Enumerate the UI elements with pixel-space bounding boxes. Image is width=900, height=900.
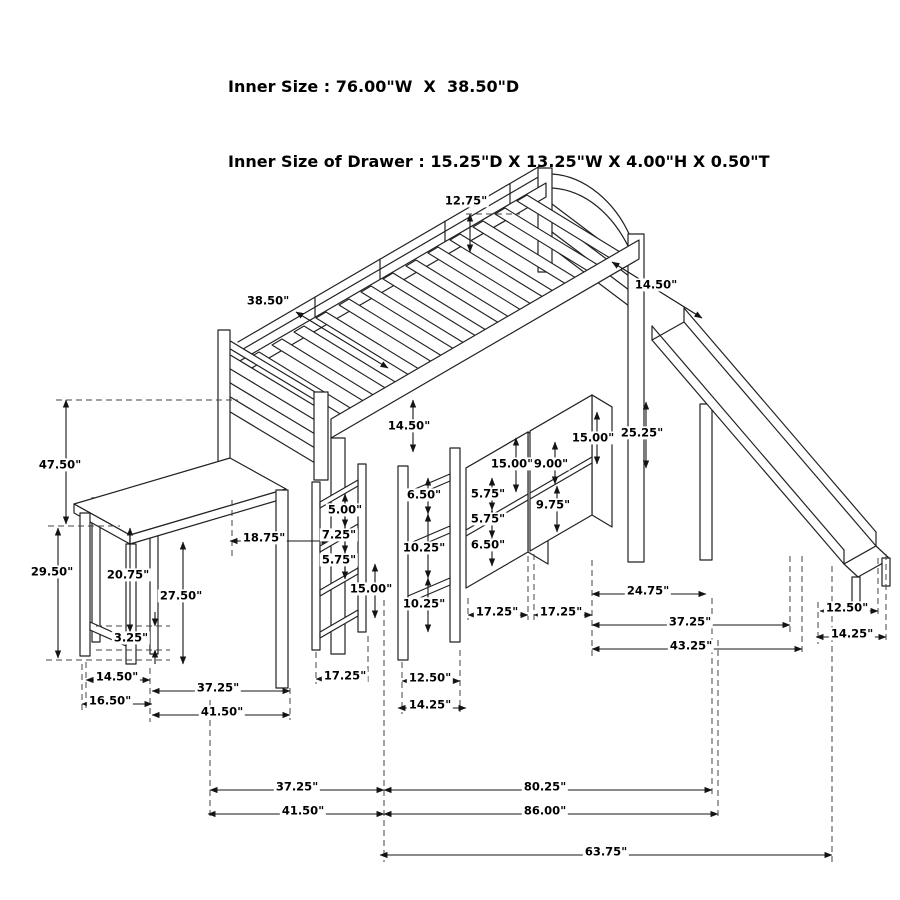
dimension-label: 29.50" <box>28 564 76 579</box>
dimension-label: 5.75" <box>468 511 508 526</box>
dimension-label: 80.25" <box>521 779 569 794</box>
dimension-label: 9.75" <box>533 497 573 512</box>
dimension-label: 18.75" <box>240 530 288 545</box>
dimension-label: 17.25" <box>537 604 585 619</box>
dimension-label: 14.25" <box>406 697 454 712</box>
dimension-label: 17.25" <box>473 604 521 619</box>
dimension-label: 24.75" <box>624 583 672 598</box>
dimension-label: 38.50" <box>244 293 292 308</box>
dimension-label: 25.25" <box>618 425 666 440</box>
dimension-label: 47.50" <box>36 457 84 472</box>
dimension-label: 43.25" <box>667 638 715 653</box>
dimension-label: 27.50" <box>157 588 205 603</box>
dimension-label: 5.00" <box>325 502 365 517</box>
dimension-label: 12.50" <box>406 670 454 685</box>
dimension-label: 5.75" <box>468 486 508 501</box>
dimension-label: 17.25" <box>321 668 369 683</box>
dimension-label: 41.50" <box>198 704 246 719</box>
drawer-size-line: Inner Size of Drawer : 15.25"D X 13.25"W… <box>228 152 770 171</box>
dimension-label: 6.50" <box>404 487 444 502</box>
dimension-label: 14.50" <box>632 277 680 292</box>
dimension-label: 6.50" <box>468 537 508 552</box>
dimension-label: 10.25" <box>400 540 448 555</box>
inner-size-header: Inner Size : 76.00"W X 38.50"D Inner Siz… <box>228 24 770 224</box>
slide <box>651 307 891 605</box>
dimension-label: 7.25" <box>319 527 359 542</box>
dimension-label: 37.25" <box>194 680 242 695</box>
dimension-label: 15.00" <box>569 430 617 445</box>
dimension-label: 86.00" <box>521 803 569 818</box>
dimension-label: 9.00" <box>531 456 571 471</box>
dimension-label: 10.25" <box>400 596 448 611</box>
dimension-label: 3.25" <box>111 630 151 645</box>
dimension-label: 14.50" <box>93 669 141 684</box>
dimension-label: 63.75" <box>582 844 630 859</box>
dimension-label: 37.25" <box>666 614 714 629</box>
dimension-label: 15.00" <box>347 581 395 596</box>
dimension-label: 15.00" <box>488 456 536 471</box>
dimension-label: 12.75" <box>442 193 490 208</box>
dimension-label: 37.25" <box>273 779 321 794</box>
dimension-label: 12.50" <box>823 600 871 615</box>
dimension-label: 20.75" <box>104 567 152 582</box>
dimension-label: 5.75" <box>319 552 359 567</box>
dimension-label: 16.50" <box>86 693 134 708</box>
dimension-label: 14.25" <box>828 626 876 641</box>
dimension-label: 14.50" <box>385 418 433 433</box>
dimension-label: 41.50" <box>279 803 327 818</box>
inner-size-line: Inner Size : 76.00"W X 38.50"D <box>228 77 520 96</box>
